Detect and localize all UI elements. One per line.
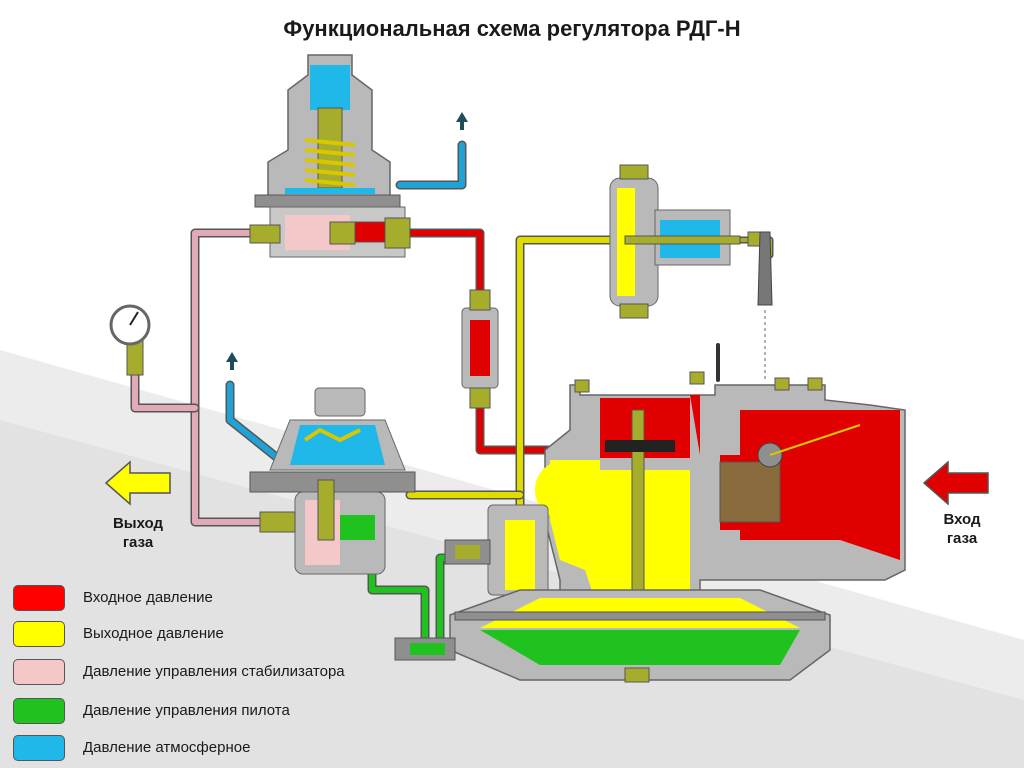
legend-label: Выходное давление [83, 625, 224, 642]
outlet-label-text: Выход газа [112, 515, 164, 551]
inlet-label-text: Вход газа [943, 511, 981, 547]
pilot-regulator [249, 54, 411, 258]
legend-swatch [13, 621, 65, 647]
legend-label: Давление управления стабилизатора [83, 663, 345, 680]
vent-arrow-lower [226, 352, 238, 370]
atmosphere-tube-top [397, 142, 465, 188]
pressure-gauge-icon [109, 304, 151, 376]
shutoff-actuator [609, 164, 741, 319]
legend-swatch [13, 735, 65, 761]
legend-label: Входное давление [83, 589, 213, 606]
legend-label: Давление атмосферное [83, 739, 251, 756]
throttle-filter [461, 289, 499, 409]
main-regulator [535, 371, 906, 631]
main-diaphragm [394, 589, 831, 683]
stabilizer [249, 387, 416, 575]
outlet-label: Выход газа [98, 514, 178, 552]
stabilizer-tube [192, 230, 268, 525]
atmosphere-tube-lower [227, 382, 283, 463]
legend-label: Давление управления пилота [83, 702, 290, 719]
outlet-tube [517, 237, 615, 543]
legend-swatch [13, 698, 65, 724]
lever-handle-icon [747, 231, 773, 380]
vent-arrow-top [456, 112, 468, 130]
page-title: Функциональная схема регулятора РДГ-Н [283, 16, 741, 41]
legend-swatch [13, 585, 65, 611]
gauge-tube [132, 367, 198, 411]
legend-swatch [13, 659, 65, 685]
inlet-flow-arrow [922, 460, 989, 506]
inlet-label: Вход газа [922, 510, 1002, 548]
pilot-valve-block [444, 504, 549, 596]
outlet-flow-arrow [104, 460, 171, 506]
